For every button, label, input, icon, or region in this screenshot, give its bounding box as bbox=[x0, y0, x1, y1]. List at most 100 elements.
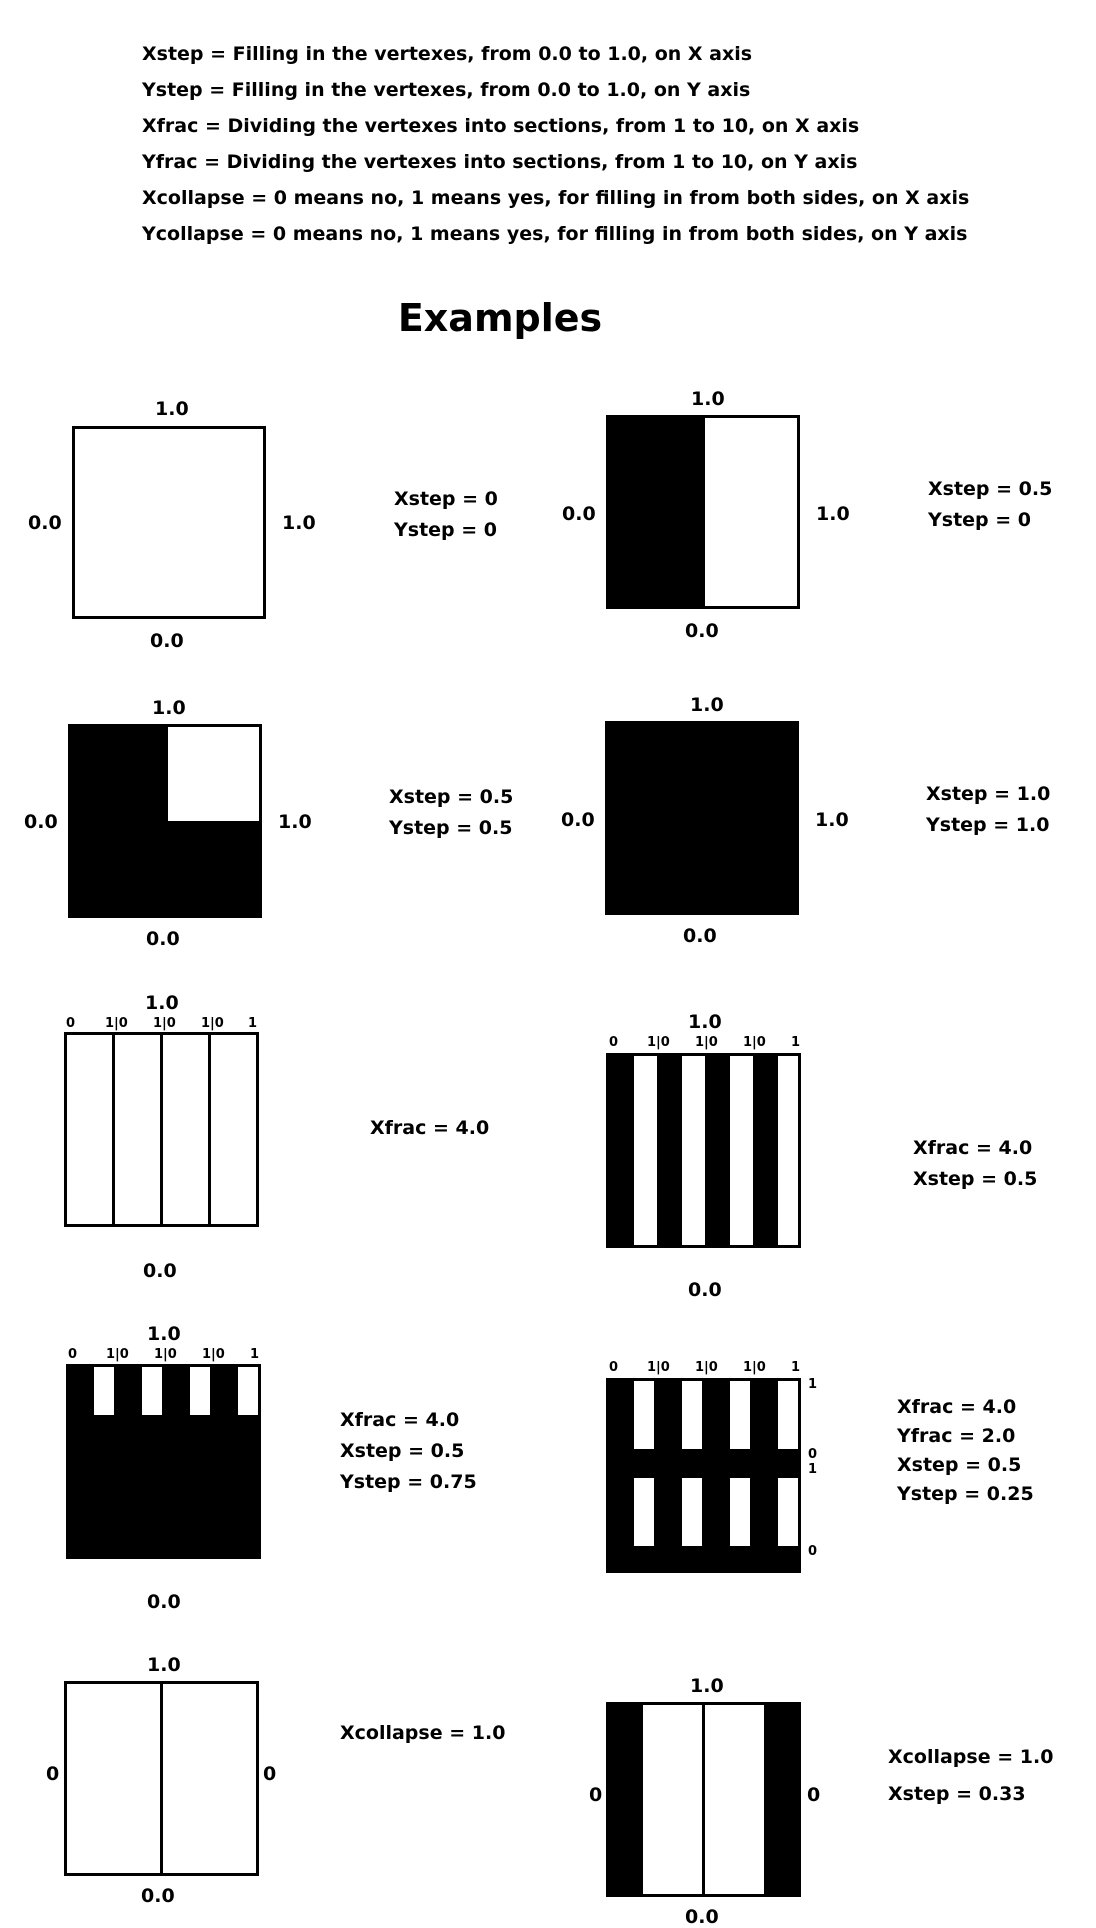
top-label: 1.0 bbox=[690, 694, 724, 716]
empty-region bbox=[682, 1478, 702, 1546]
param-line: Xstep = 0.5 bbox=[340, 1440, 465, 1462]
bottom-label: 0.0 bbox=[685, 620, 719, 642]
example-params: Xfrac = 4.0 Xstep = 0.5 Ystep = 0.75 bbox=[340, 1405, 477, 1498]
param-line: Xfrac = 4.0 bbox=[370, 1117, 490, 1139]
example-params: Xstep = 1.0 Ystep = 1.0 bbox=[926, 779, 1050, 841]
empty-region bbox=[238, 1367, 258, 1415]
definition-ycollapse: Ycollapse = 0 means no, 1 means yes, for… bbox=[142, 223, 968, 245]
param-line: Xcollapse = 1.0 bbox=[888, 1746, 1054, 1768]
tick-label: 1|0 bbox=[201, 1016, 224, 1031]
right-label: 0 bbox=[263, 1763, 277, 1785]
tick-label: 1|0 bbox=[105, 1016, 128, 1031]
fill-region bbox=[657, 1056, 682, 1245]
right-label: 1.0 bbox=[816, 503, 850, 525]
collapse-divider bbox=[702, 1705, 705, 1894]
param-line: Xstep = 0.5 bbox=[389, 786, 514, 808]
param-line: Ystep = 0.25 bbox=[897, 1483, 1034, 1505]
param-line: Xstep = 0.33 bbox=[888, 1783, 1026, 1805]
definition-xfrac: Xfrac = Dividing the vertexes into secti… bbox=[142, 115, 860, 137]
tick-label: 1|0 bbox=[647, 1360, 670, 1375]
fill-region bbox=[609, 1056, 634, 1245]
param-line: Xcollapse = 1.0 bbox=[340, 1722, 506, 1744]
example-params: Xstep = 0.5 Ystep = 0 bbox=[928, 474, 1052, 536]
left-label: 0.0 bbox=[562, 503, 596, 525]
empty-region bbox=[190, 1367, 210, 1415]
right-label: 1.0 bbox=[278, 811, 312, 833]
example-params: Xfrac = 4.0 Yfrac = 2.0 Xstep = 0.5 Yste… bbox=[897, 1393, 1034, 1509]
empty-region bbox=[730, 1478, 750, 1546]
param-line: Xstep = 0.5 bbox=[928, 478, 1053, 500]
param-line: Xfrac = 4.0 bbox=[340, 1409, 460, 1431]
left-label: 0 bbox=[46, 1763, 60, 1785]
vertex-square bbox=[72, 426, 266, 619]
definition-yfrac: Yfrac = Dividing the vertexes into secti… bbox=[142, 151, 858, 173]
example-params: Xcollapse = 1.0 bbox=[340, 1718, 505, 1749]
top-label: 1.0 bbox=[147, 1654, 181, 1676]
tick-label: 1|0 bbox=[695, 1360, 718, 1375]
param-line: Ystep = 0 bbox=[928, 509, 1032, 531]
example-params: Xcollapse = 1.0 Xstep = 0.33 bbox=[888, 1739, 1053, 1813]
empty-region bbox=[168, 727, 259, 821]
param-line: Xstep = 0 bbox=[394, 488, 498, 510]
bottom-label: 0.0 bbox=[688, 1279, 722, 1301]
example-params: Xstep = 0 Ystep = 0 bbox=[394, 484, 498, 546]
definition-xcollapse: Xcollapse = 0 means no, 1 means yes, for… bbox=[142, 187, 970, 209]
vertex-square bbox=[605, 721, 799, 915]
vertex-square bbox=[606, 1702, 801, 1897]
example-params: Xfrac = 4.0 bbox=[370, 1113, 489, 1144]
top-label: 1.0 bbox=[691, 388, 725, 410]
tick-label: 0 bbox=[609, 1360, 619, 1375]
tick-label: 1 bbox=[791, 1360, 801, 1375]
tick-label: 1 bbox=[248, 1016, 258, 1031]
left-label: 0.0 bbox=[561, 809, 595, 831]
empty-region bbox=[730, 1381, 750, 1449]
param-line: Ystep = 0.75 bbox=[340, 1471, 477, 1493]
right-label: 1.0 bbox=[815, 809, 849, 831]
empty-region bbox=[682, 1381, 702, 1449]
tick-label: 1|0 bbox=[154, 1347, 177, 1362]
tick-label: 0 bbox=[68, 1347, 78, 1362]
vertex-square bbox=[64, 1032, 259, 1227]
empty-region bbox=[634, 1381, 654, 1449]
right-label: 0 bbox=[807, 1784, 821, 1806]
vertex-square bbox=[66, 1364, 261, 1559]
left-label: 0 bbox=[589, 1784, 603, 1806]
tick-label: 0 bbox=[808, 1544, 818, 1559]
top-label: 1.0 bbox=[690, 1675, 724, 1697]
definition-xstep: Xstep = Filling in the vertexes, from 0.… bbox=[142, 43, 753, 65]
bottom-label: 0.0 bbox=[685, 1906, 719, 1928]
tick-label: 1 bbox=[791, 1035, 801, 1050]
vertex-square bbox=[64, 1681, 259, 1876]
right-label: 1.0 bbox=[282, 512, 316, 534]
bottom-label: 0.0 bbox=[141, 1885, 175, 1907]
tick-label: 0 bbox=[808, 1447, 818, 1462]
left-label: 0.0 bbox=[28, 512, 62, 534]
param-line: Xstep = 1.0 bbox=[926, 783, 1051, 805]
fill-region bbox=[609, 418, 705, 606]
empty-region bbox=[142, 1367, 162, 1415]
param-line: Xfrac = 4.0 bbox=[897, 1396, 1017, 1418]
page-title: Examples bbox=[397, 296, 603, 340]
top-label: 1.0 bbox=[152, 697, 186, 719]
param-line: Ystep = 1.0 bbox=[926, 814, 1050, 836]
fill-region bbox=[609, 1705, 643, 1894]
section-divider bbox=[112, 1035, 115, 1224]
example-params: Xstep = 0.5 Ystep = 0.5 bbox=[389, 782, 513, 844]
example-params: Xfrac = 4.0 Xstep = 0.5 bbox=[913, 1133, 1037, 1195]
fill-region bbox=[753, 1056, 778, 1245]
empty-region bbox=[778, 1381, 798, 1449]
param-line: Yfrac = 2.0 bbox=[897, 1425, 1016, 1447]
tick-label: 1 bbox=[250, 1347, 260, 1362]
top-label: 1.0 bbox=[147, 1323, 181, 1345]
bottom-label: 0.0 bbox=[147, 1591, 181, 1613]
param-line: Ystep = 0.5 bbox=[389, 817, 513, 839]
top-label: 1.0 bbox=[145, 992, 179, 1014]
tick-label: 0 bbox=[609, 1035, 619, 1050]
top-label: 1.0 bbox=[155, 398, 189, 420]
section-divider bbox=[208, 1035, 211, 1224]
bottom-label: 0.0 bbox=[150, 630, 184, 652]
param-line: Xfrac = 4.0 bbox=[913, 1137, 1033, 1159]
definition-ystep: Ystep = Filling in the vertexes, from 0.… bbox=[142, 79, 751, 101]
empty-region bbox=[94, 1367, 114, 1415]
param-line: Xstep = 0.5 bbox=[913, 1168, 1038, 1190]
